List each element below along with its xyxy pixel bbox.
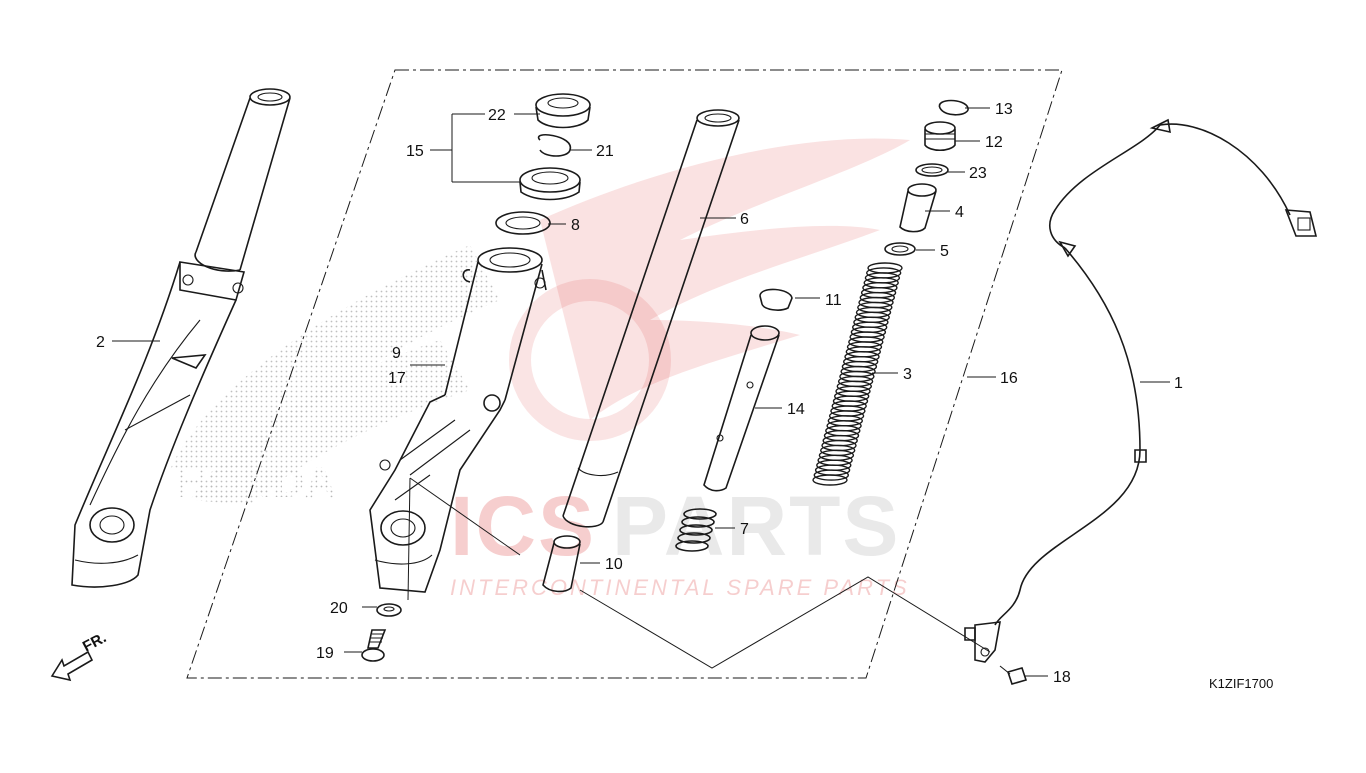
assembly-outline [186, 69, 1063, 679]
callout-23: 23 [969, 165, 987, 182]
fork-spring-3 [812, 262, 903, 486]
callout-9: 9 [392, 345, 401, 362]
spring-coil [813, 469, 849, 481]
speed-sensor-cable-1 [964, 118, 1318, 663]
watermark-emblem-text: HONDA [175, 458, 336, 507]
oil-seal-15 [519, 167, 581, 201]
watermark-red-wing [540, 138, 910, 420]
callout-13: 13 [995, 101, 1013, 118]
circlip-13 [938, 99, 969, 116]
spring-coil [812, 474, 848, 486]
callout-11: 11 [825, 292, 842, 309]
callout-12: 12 [985, 134, 1003, 151]
washer-5 [884, 242, 916, 256]
callout-21: 21 [596, 143, 614, 160]
oil-lock-piece-10 [542, 535, 581, 593]
callout-16: 16 [1000, 370, 1018, 387]
fork-bolt-12 [924, 121, 956, 152]
fork-leg-assembly [71, 88, 291, 588]
front-direction-marker: FR. [50, 629, 109, 682]
watermark-tagline: INTERCONTINENTAL SPARE PARTS [450, 575, 910, 600]
callout-8: 8 [571, 217, 580, 234]
callout-4: 4 [955, 204, 964, 221]
watermark-brand-right: PARTS [612, 479, 900, 573]
front-arrow-icon [50, 650, 94, 682]
bolt-18 [999, 665, 1028, 685]
watermark-brand-left: ICS [450, 479, 596, 573]
diagram-code: K1ZIF1700 [1209, 676, 1273, 691]
callout-3: 3 [903, 366, 912, 383]
front-label: FR. [80, 629, 109, 655]
fork-slider [369, 247, 547, 593]
watermark: HONDA ICS PARTS INTERCONTINENTAL SPARE P… [170, 138, 910, 600]
piston-ring-11 [759, 288, 793, 311]
callout-22: 22 [488, 107, 506, 124]
fork-pipe-6 [562, 109, 740, 528]
callout-19: 19 [316, 645, 334, 662]
watermark-emblem-wing [170, 245, 500, 470]
leader-lines [112, 107, 1170, 677]
callout-7: 7 [740, 521, 749, 538]
collar-4 [899, 183, 937, 233]
callout-17: 17 [388, 370, 406, 387]
callout-2: 2 [96, 334, 105, 351]
callout-14: 14 [787, 401, 805, 418]
stopper-ring-21 [537, 134, 571, 157]
callout-1: 1 [1174, 375, 1183, 392]
washer-20 [376, 603, 402, 617]
callout-6: 6 [740, 211, 749, 228]
callout-labels: 1 2 3 4 5 6 7 8 9 10 11 12 13 14 15 16 1… [96, 101, 1183, 686]
watermark-red-gear [509, 279, 671, 441]
callout-15: 15 [406, 143, 424, 160]
callout-5: 5 [940, 243, 949, 260]
callout-10: 10 [605, 556, 623, 573]
callout-18: 18 [1053, 669, 1071, 686]
back-up-ring-8 [495, 211, 551, 235]
fork-piston-14 [703, 325, 780, 492]
dust-seal-22 [535, 93, 591, 129]
socket-bolt-19 [361, 629, 387, 662]
rebound-spring-7 [675, 508, 717, 552]
o-ring-23 [915, 163, 949, 177]
callout-20: 20 [330, 600, 348, 617]
